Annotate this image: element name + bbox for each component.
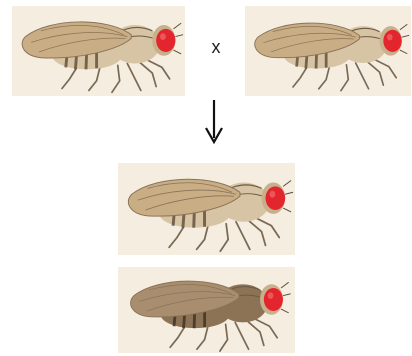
- down-arrow-icon: [202, 98, 226, 146]
- cross-symbol: x: [205, 36, 227, 58]
- parent-fly-right: [245, 6, 411, 96]
- offspring-fly-light: [118, 163, 295, 255]
- fly-red-eye-light-body: [12, 6, 185, 96]
- offspring-fly-dark: [118, 267, 295, 353]
- fly-red-eye-dark-body: [118, 267, 295, 353]
- fly-red-eye-light-body: [118, 163, 295, 255]
- parent-fly-left: [12, 6, 185, 96]
- fly-red-eye-light-body: [245, 6, 411, 96]
